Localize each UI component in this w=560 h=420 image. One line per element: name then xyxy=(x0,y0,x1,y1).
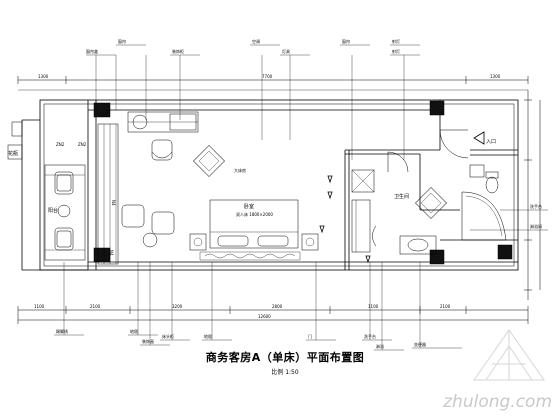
side-marker-a: N4 xyxy=(111,200,116,206)
right-leader-1: 洗手台 xyxy=(530,203,542,209)
drawing-title: 商务客房A（单床）平面布置图 xyxy=(205,351,365,364)
bottom-leaders: 踢脚线 地毯 装饰画 床头柜 地毯 门 洗手台 淋浴 坐便器 xyxy=(54,262,462,351)
bottom-leader-1: 踢脚线 xyxy=(56,328,68,334)
section-markers xyxy=(319,175,371,264)
top-dim-2: 7700 xyxy=(262,74,273,79)
bottom-dim-6: 2100 xyxy=(440,304,451,309)
structural-columns xyxy=(93,100,513,265)
top-dim-3: 1300 xyxy=(490,74,501,79)
bottom-leader-3: 装饰画 xyxy=(142,338,154,344)
bottom-dim-4: 2800 xyxy=(272,304,283,309)
zn2-marker-b: ZN2 xyxy=(78,142,87,147)
bottom-leader-7: 洗手台 xyxy=(364,333,376,339)
right-leaders: 洗手台 淋浴间 xyxy=(470,203,548,231)
top-dimension-chain: 1300 7700 1300 xyxy=(17,74,529,91)
bathroom: 卫生间 xyxy=(351,151,507,255)
bottom-dim-1: 1100 xyxy=(34,304,45,309)
bottom-dim-5: 1100 xyxy=(368,304,379,309)
top-leader-7: 射灯 xyxy=(392,38,400,44)
room-small-label: 大床房 xyxy=(234,167,246,173)
bedroom-label: 卧室 xyxy=(244,203,254,210)
top-leader-4: 空调 xyxy=(252,38,260,44)
bathroom-label: 卫生间 xyxy=(394,193,409,200)
title-block: 商务客房A（单床）平面布置图 比例 1:50 xyxy=(205,349,365,376)
top-leader-1: 窗帘盒 xyxy=(86,48,98,54)
bottom-leader-8: 淋浴 xyxy=(376,343,384,349)
bedroom: 大床房 双人床 1800×2000 卧室 N4 xyxy=(109,111,319,261)
bottom-dim-2: 2100 xyxy=(90,304,101,309)
bottom-leader-9: 坐便器 xyxy=(414,341,426,347)
window-curtain: N4 xyxy=(97,123,119,265)
watermark-text: zhulong.com xyxy=(443,392,552,412)
balcony-label: 阳台 xyxy=(48,207,58,214)
balcony: 花瓶 阳台 ZN2 ZN2 xyxy=(7,121,87,261)
room-walls xyxy=(21,99,519,271)
top-dim-1: 1300 xyxy=(38,74,49,79)
entry-label: 入口 xyxy=(486,139,496,145)
top-leader-8: 射灯 xyxy=(392,48,400,54)
top-leader-5: 灯具 xyxy=(282,48,290,54)
top-leader-3: 装饰柜 xyxy=(172,48,184,54)
bottom-dimension-chain: 1100 2100 3200 2800 1100 2100 12600 xyxy=(17,304,529,324)
ceiling-diamond-1 xyxy=(193,145,225,177)
right-leader-2: 淋浴间 xyxy=(530,223,542,229)
bottom-total-dim: 12600 xyxy=(258,314,271,319)
ceiling-diamond-2 xyxy=(415,187,447,219)
watermark-logo xyxy=(473,329,545,381)
bottom-dim-3: 3200 xyxy=(172,304,183,309)
zn2-marker-a: ZN2 xyxy=(56,142,65,147)
entry: 入口 xyxy=(439,129,496,178)
bottom-leader-5: 地毯 xyxy=(204,333,212,339)
top-leader-2: 窗帘 xyxy=(118,38,126,44)
bottom-leader-2: 地毯 xyxy=(130,328,138,334)
bed-label: 双人床 1800×2000 xyxy=(236,211,273,217)
side-marker-b: N4 xyxy=(109,250,114,256)
bottom-leader-4: 床头柜 xyxy=(162,333,174,339)
top-leader-6: 窗帘 xyxy=(342,38,350,44)
bottom-leader-6: 门 xyxy=(308,333,312,339)
right-dimension-chain xyxy=(524,90,541,300)
top-leaders: 窗帘盒 窗帘 装饰柜 空调 灯具 窗帘 射灯 射灯 xyxy=(86,38,420,160)
drawing-scale: 比例 1:50 xyxy=(271,369,299,376)
top-left-box-label: 花瓶 xyxy=(8,150,18,157)
